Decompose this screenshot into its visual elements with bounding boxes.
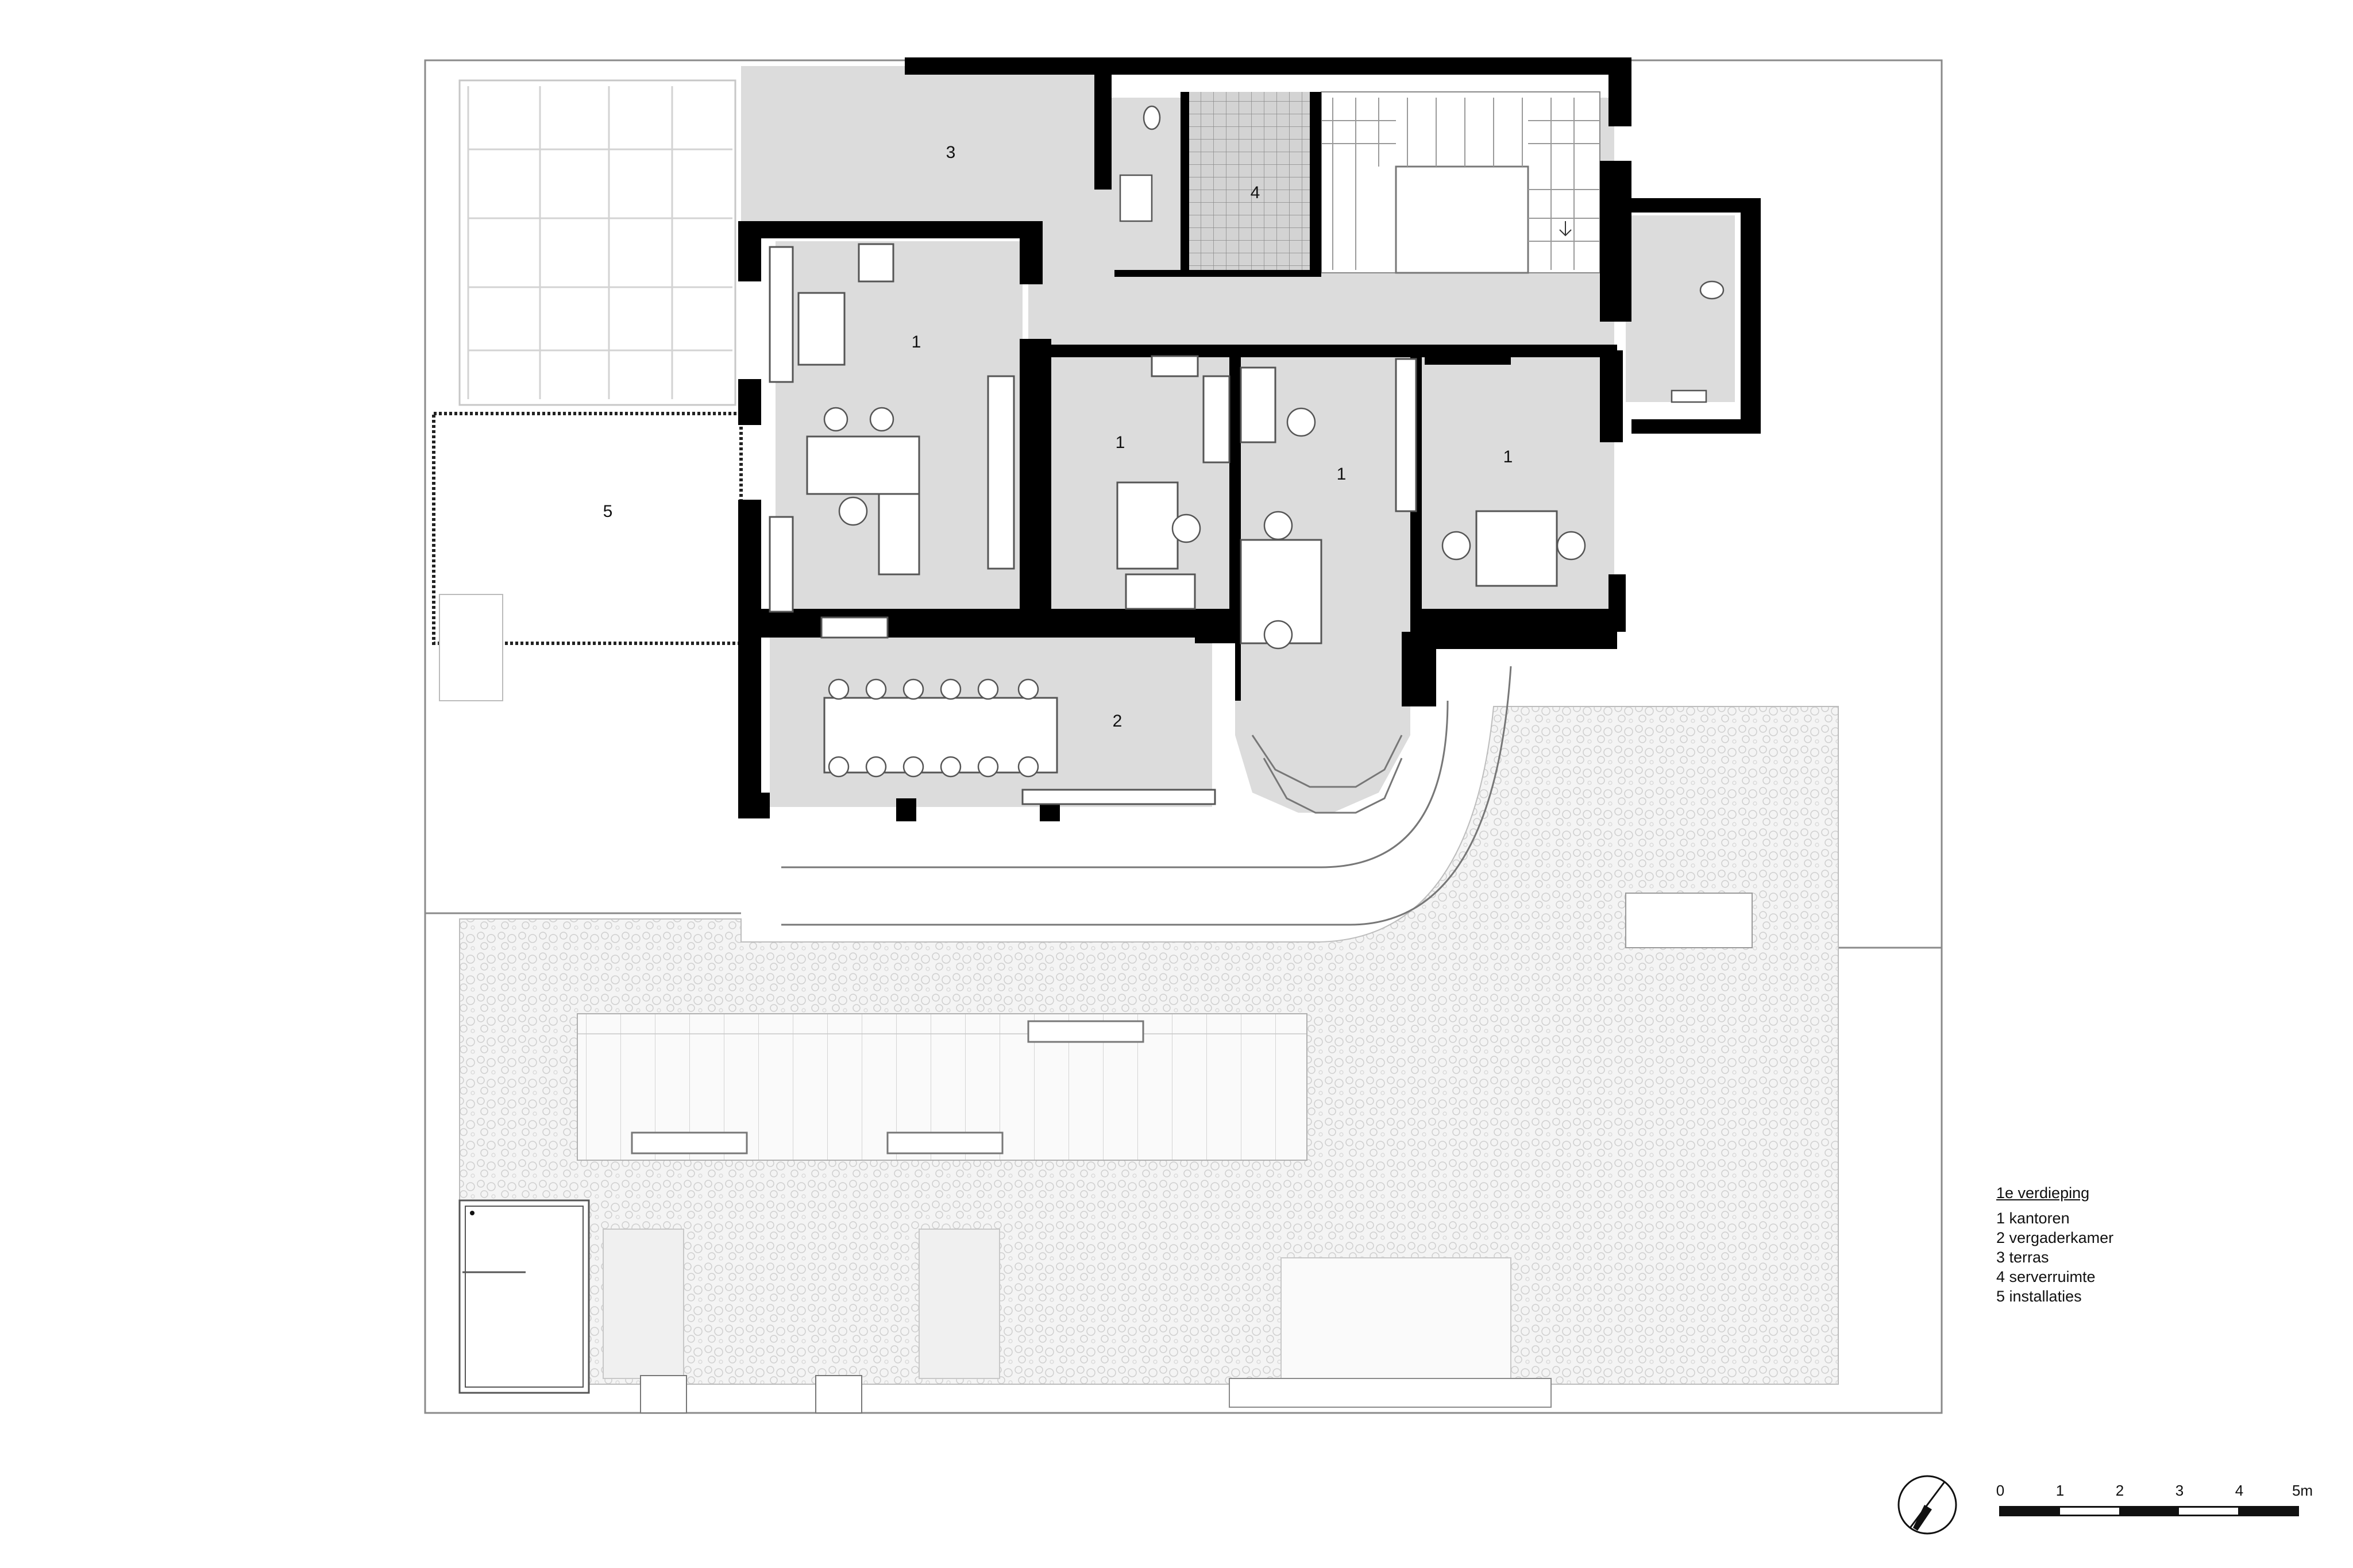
scale-segment	[2060, 1508, 2120, 1515]
scale-label: 4	[2235, 1482, 2244, 1499]
scale-label: 0	[1996, 1482, 2005, 1499]
scale-label: 1	[2055, 1482, 2065, 1499]
scale-segment	[2001, 1508, 2061, 1515]
scale-label: 2	[2115, 1482, 2124, 1499]
furniture	[769, 243, 1558, 805]
room-label: 2	[1113, 712, 1123, 731]
room-labels: 1 1 1 1 2 3 4 5	[603, 143, 1513, 731]
legend-item: 4 serverruimte	[1996, 1268, 2096, 1285]
legend-item: 5 installaties	[1996, 1288, 2082, 1305]
scale-bar-segments	[1999, 1506, 2299, 1516]
scale-segment	[2178, 1508, 2238, 1515]
room-label: 1	[1116, 433, 1125, 452]
roof-deck	[458, 79, 736, 406]
staircase	[1321, 91, 1600, 274]
legend-item: 1 kantoren	[1996, 1210, 2070, 1227]
room-label: 1	[1503, 447, 1513, 466]
room-label: 4	[1251, 183, 1260, 202]
scale-segment	[2119, 1508, 2179, 1515]
garden-paving	[458, 706, 1839, 1413]
legend-title: 1e verdieping	[1996, 1184, 2090, 1202]
scale-bar: 0 1 2 3 4 5m	[1996, 1482, 2313, 1528]
legend-item: 3 terras	[1996, 1249, 2049, 1266]
curved-walkway	[781, 666, 1512, 926]
room-5-installaties	[432, 412, 743, 701]
north-arrow-icon	[1897, 1475, 1957, 1535]
fixtures	[1119, 105, 1725, 403]
legend: 1e verdieping 1 kantoren 2 vergaderkamer…	[1996, 1183, 2113, 1306]
legend-item: 2 vergaderkamer	[1996, 1229, 2114, 1246]
walls	[738, 57, 1761, 821]
scale-label: 5m	[2292, 1482, 2313, 1499]
room-4-serverruimte	[1189, 92, 1313, 270]
scale-label: 3	[2175, 1482, 2184, 1499]
room-label: 1	[912, 333, 921, 352]
scale-segment	[2238, 1508, 2298, 1515]
room-label: 3	[946, 143, 956, 162]
chairs	[823, 407, 1586, 778]
room-label: 5	[603, 502, 613, 521]
room-label: 1	[1337, 465, 1347, 484]
